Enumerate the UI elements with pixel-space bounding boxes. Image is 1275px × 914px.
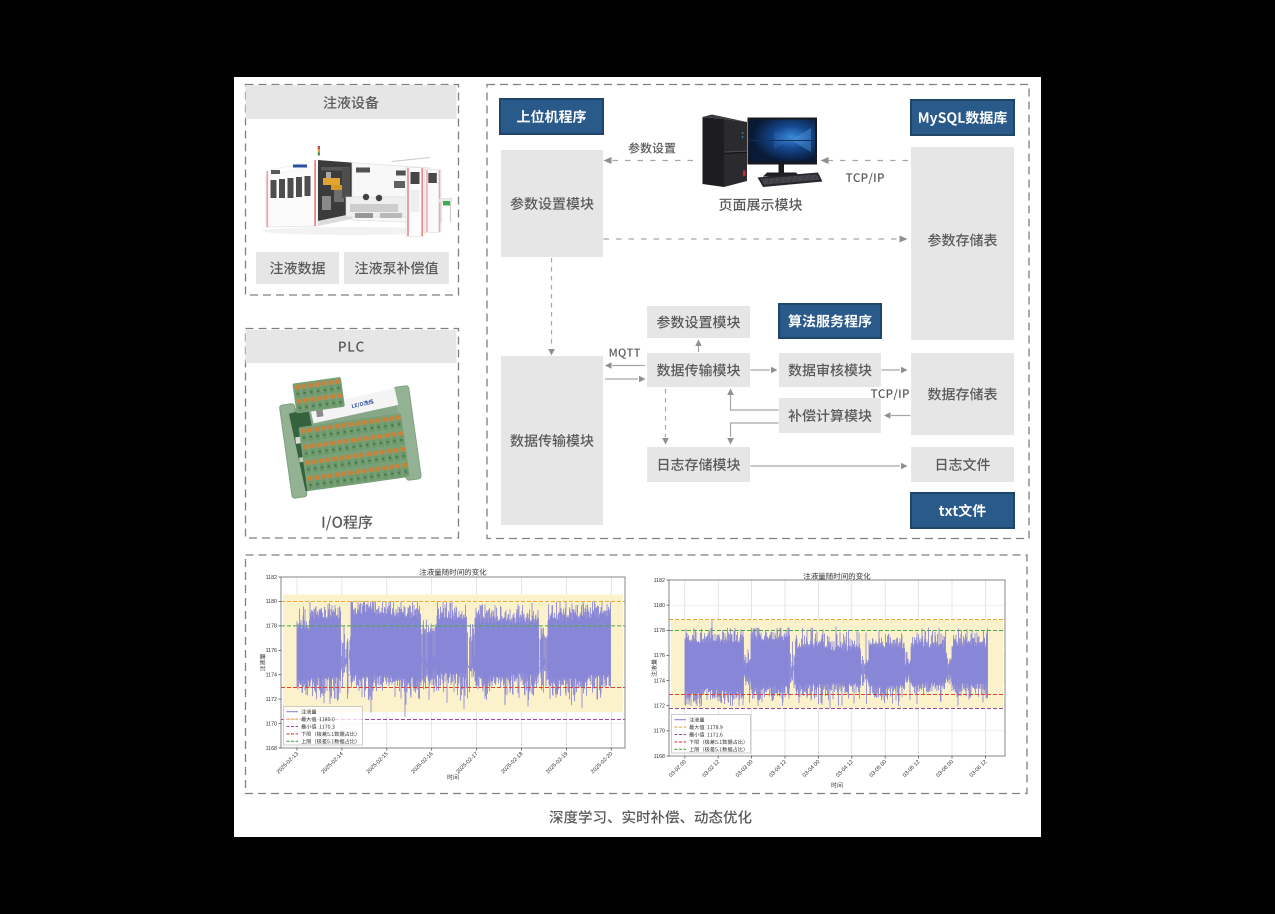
svg-text:1180: 1180 <box>654 603 665 609</box>
svg-text:1178: 1178 <box>266 624 277 630</box>
svg-text:1168: 1168 <box>266 746 277 752</box>
svg-text:1176: 1176 <box>654 653 665 659</box>
svg-text:1182: 1182 <box>266 575 277 581</box>
svg-text:1170: 1170 <box>654 729 665 735</box>
svg-text:1176: 1176 <box>266 648 277 654</box>
svg-text:1172: 1172 <box>654 704 665 710</box>
svg-text:1168: 1168 <box>654 754 665 760</box>
svg-text:1174: 1174 <box>654 678 665 684</box>
svg-text:1172: 1172 <box>266 697 277 703</box>
svg-text:1182: 1182 <box>654 578 665 584</box>
svg-text:1174: 1174 <box>266 673 277 679</box>
svg-text:1180: 1180 <box>266 599 277 605</box>
svg-text:1178: 1178 <box>654 628 665 634</box>
svg-text:1170: 1170 <box>266 721 277 727</box>
